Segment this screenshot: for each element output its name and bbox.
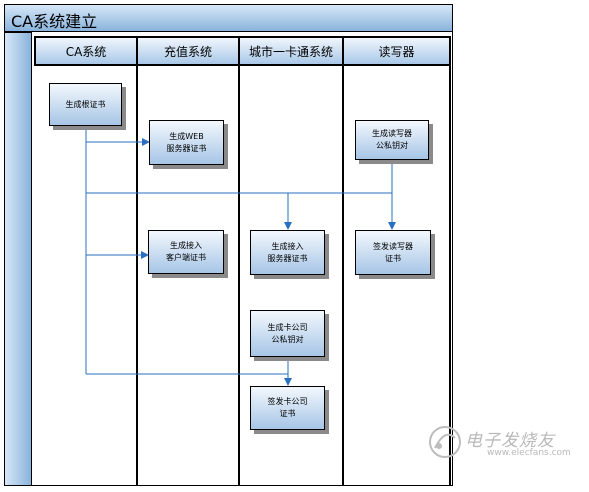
card-keys-box: 生成卡公司 公私钥对: [250, 310, 325, 357]
lane-header-reader: 读写器: [342, 36, 451, 66]
lane-header-recharge: 充值系统: [136, 36, 240, 66]
watermark-logo-icon: [429, 426, 461, 458]
lane-divider: [136, 66, 138, 486]
issue-card-cert-box: 签发卡公司 证书: [250, 386, 325, 430]
watermark-text: 电子发烧友: [465, 431, 555, 451]
reader-keys-box: 生成读写器 公私钥对: [355, 120, 429, 160]
web-cert-box: 生成WEB 服务器证书: [149, 120, 224, 165]
root-cert-box: 生成根证书: [49, 83, 122, 126]
watermark-url: www.elecfans.com: [487, 448, 571, 458]
title-bar: CA系统建立: [4, 4, 453, 32]
left-strip: [4, 32, 32, 486]
diagram-title: CA系统建立: [11, 12, 98, 31]
lane-divider: [449, 66, 451, 486]
lane-divider: [238, 66, 240, 486]
issue-reader-cert-box: 签发读写器 证书: [355, 230, 431, 275]
watermark: 电子发烧友 www.elecfans.com: [427, 420, 577, 464]
client-cert-box: 生成接入 客户端证书: [148, 230, 224, 274]
lane-divider: [342, 66, 344, 486]
server-cert-box: 生成接入 服务器证书: [250, 230, 325, 275]
